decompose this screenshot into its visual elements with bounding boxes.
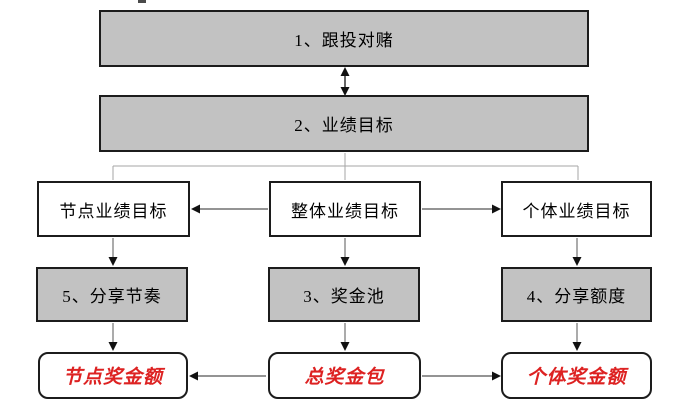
node-sharing-rhythm: 5、分享节奏 xyxy=(36,267,188,322)
node-total-bonus-package: 总奖金包 xyxy=(268,352,421,399)
arrow-overall-to-pool xyxy=(340,238,350,266)
arrow-quota-to-individual-bonus xyxy=(572,323,582,351)
double-arrow-follow-bet-perf-target xyxy=(340,67,350,96)
node-individual-bonus-amount: 个体奖金额 xyxy=(501,352,652,399)
top-edge-artifact xyxy=(138,0,146,3)
node-sharing-quota: 4、分享额度 xyxy=(501,267,652,322)
node-individual-performance-target: 个体业绩目标 xyxy=(501,181,652,237)
arrow-total-to-individual-bonus xyxy=(422,371,501,381)
node-node-performance-target: 节点业绩目标 xyxy=(37,181,190,237)
arrow-pool-to-total-bonus xyxy=(340,323,350,351)
arrow-overall-to-node xyxy=(191,204,268,214)
branch-connector xyxy=(112,153,579,180)
node-performance-target: 2、业绩目标 xyxy=(99,95,589,152)
node-follow-investment-bet: 1、跟投对赌 xyxy=(99,10,589,67)
node-overall-performance-target: 整体业绩目标 xyxy=(269,181,421,237)
arrow-overall-to-individual xyxy=(422,204,501,214)
node-node-bonus-amount: 节点奖金额 xyxy=(38,352,188,399)
arrow-node-to-rhythm xyxy=(108,238,118,266)
arrow-total-to-node-bonus xyxy=(189,371,266,381)
arrow-individual-to-quota xyxy=(572,238,582,266)
arrow-rhythm-to-node-bonus xyxy=(108,323,118,351)
node-bonus-pool: 3、奖金池 xyxy=(268,267,420,322)
